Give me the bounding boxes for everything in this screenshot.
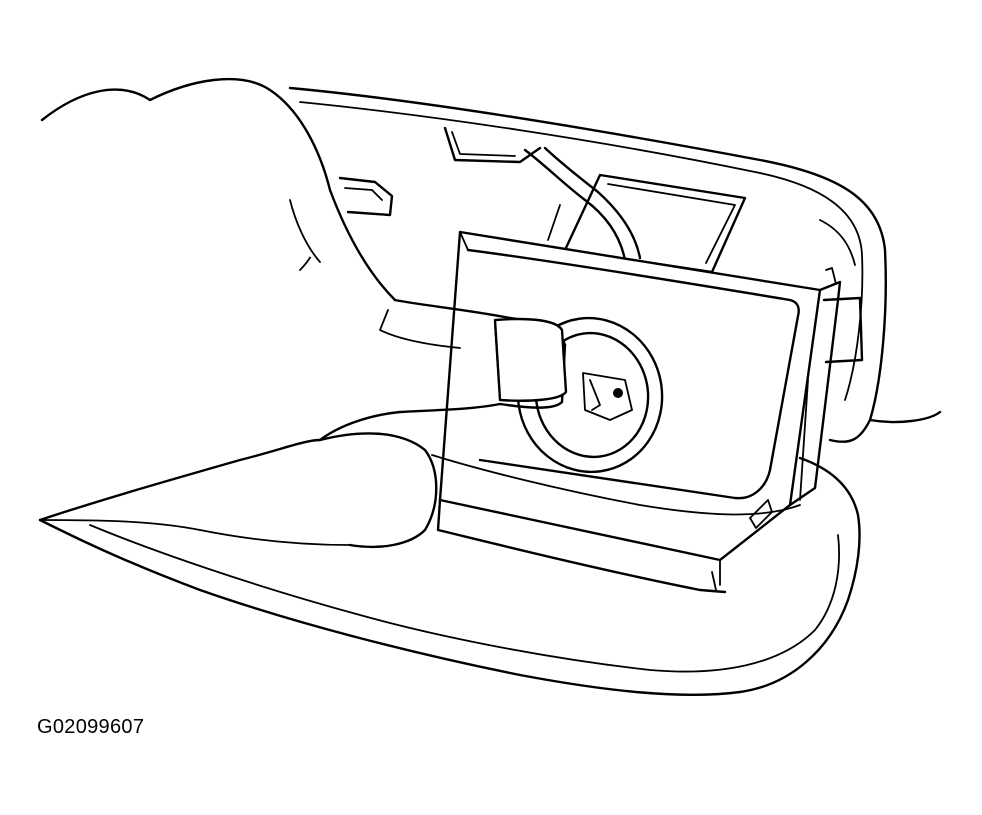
figure-id-label: G02099607 <box>37 716 145 738</box>
fuel-door <box>38 454 861 697</box>
filler-pocket <box>338 126 856 274</box>
hand <box>38 77 568 548</box>
tether-strap <box>523 146 642 262</box>
door-hinge-tab <box>711 571 717 591</box>
